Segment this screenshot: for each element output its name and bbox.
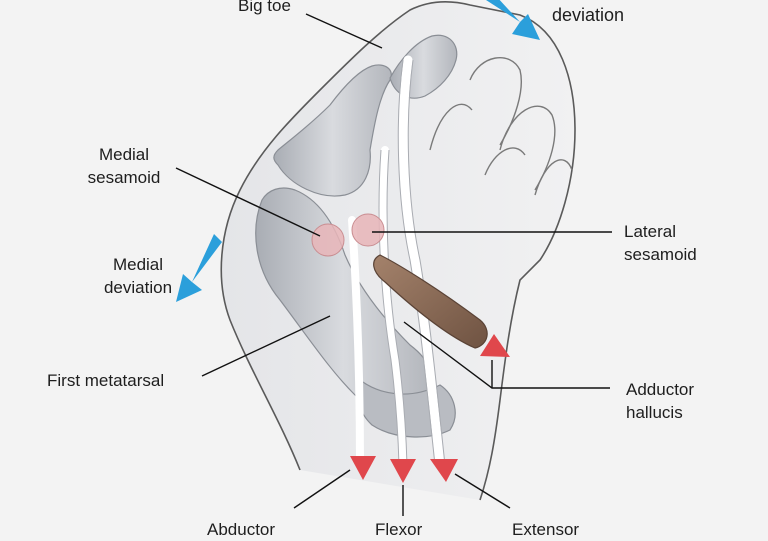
abductor-pull-arrow	[350, 456, 376, 480]
abductor-leader	[293, 469, 351, 509]
medial-deviation-line-2: deviation	[103, 278, 173, 297]
big-toe-text: Big toe	[238, 0, 291, 15]
big-toe-leader	[305, 13, 383, 49]
lesser-toes	[429, 57, 573, 196]
extensor-tendon	[398, 55, 445, 470]
extensor-leader	[454, 473, 511, 509]
lateral-sesamoid-line-1: Lateral	[624, 222, 676, 241]
flexor-text: Flexor	[375, 520, 423, 539]
extensor-text: Extensor	[512, 520, 580, 539]
lateral-sesamoid-bone	[351, 213, 385, 247]
abductor-text: Abductor	[207, 520, 276, 539]
first-metatarsal-text: First metatarsal	[47, 371, 165, 390]
flexor-label: Flexor	[375, 518, 422, 541]
deviation-arrows	[176, 0, 540, 302]
tendon-outlines	[378, 59, 446, 466]
first-metatarsal-label: First metatarsal	[47, 369, 164, 392]
tendons	[348, 55, 445, 470]
abductor-label: Abductor	[207, 518, 275, 541]
lateral-deviation-text: deviation	[552, 5, 625, 25]
lateral-sesamoid-line-2: sesamoid	[624, 245, 697, 264]
flexor-tendon	[379, 146, 407, 469]
abductor-tendon	[348, 216, 364, 469]
adductor-hallucis-label: Adductor hallucis	[626, 378, 694, 424]
medial-deviation-label: Medial deviation	[68, 253, 208, 299]
proximal-phalanx-bone	[273, 64, 392, 197]
adductor-hallucis-line-1: Adductor	[626, 380, 695, 399]
lateral-deviation-label: deviation	[552, 4, 624, 27]
extensor-pull-arrow	[430, 459, 458, 482]
pull-arrows	[350, 334, 510, 483]
medial-deviation-arrow-icon	[176, 234, 222, 302]
big-toe-label: Big toe	[238, 0, 291, 17]
extensor-label: Extensor	[512, 518, 579, 541]
medial-sesamoid-label: Medial sesamoid	[64, 143, 184, 189]
medial-sesamoid-bone	[311, 223, 345, 257]
medial-sesamoid-leader	[175, 167, 321, 237]
medial-sesamoid-line-2: sesamoid	[87, 168, 161, 187]
adductor-hallucis-muscle	[373, 254, 488, 349]
first-metatarsal-leader	[201, 315, 331, 377]
flexor-pull-arrow	[390, 459, 416, 483]
lateral-deviation-arrow-icon	[486, 0, 540, 40]
lateral-sesamoid-label: Lateral sesamoid	[624, 220, 697, 266]
adductor-hallucis-line-2: hallucis	[626, 403, 683, 422]
leader-lines	[175, 13, 612, 516]
adductor-pull-arrow	[480, 334, 510, 357]
medial-sesamoid-line-1: Medial	[98, 145, 150, 164]
medial-deviation-line-1: Medial	[112, 255, 164, 274]
